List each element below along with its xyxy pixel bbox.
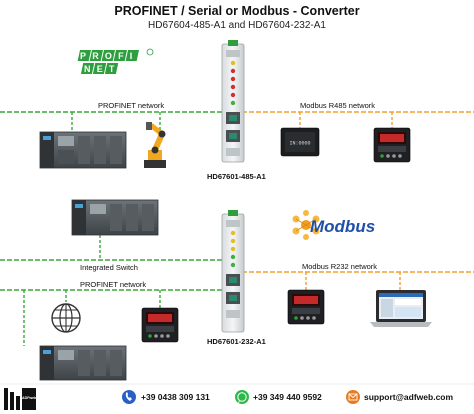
plc-icon-middle [71, 199, 159, 236]
temperature-controller-icon-top [373, 127, 411, 163]
page-title: PROFINET / Serial or Modbus - Converter [114, 4, 360, 18]
profinet-network-label-top: PROFINET network [98, 101, 165, 110]
robot-arm-icon [144, 122, 166, 168]
modbus-r485-network-label: Modbus R485 network [300, 101, 376, 110]
globe-icon [51, 303, 81, 333]
phone-number[interactable]: +39 0438 309 131 [141, 392, 210, 402]
whatsapp-icon [235, 390, 249, 404]
laptop-icon [370, 290, 432, 327]
modbus-logo: Modbus [292, 210, 375, 240]
page-subtitle: HD67604-485-A1 and HD67604-232-A1 [148, 20, 326, 31]
adfweb-logo-text: ADFweb.com [22, 396, 45, 400]
serial-device-icon: IN:0000 [280, 127, 320, 157]
converter-label-top: HD67601-485-A1 [207, 172, 266, 181]
email-icon [346, 390, 360, 404]
serial-device-display: IN:0000 [289, 141, 310, 147]
temperature-controller-icon-bottom-left [141, 307, 179, 343]
support-email[interactable]: support@adfweb.com [364, 392, 454, 402]
modbus-logo-text: Modbus [310, 217, 375, 236]
profinet-network-label-bottom: PROFINET network [80, 280, 147, 289]
profinet-logo-top: PROFI [80, 51, 139, 61]
converter-icon-top [221, 40, 245, 163]
converter-icon-bottom [221, 210, 245, 333]
whatsapp-number[interactable]: +39 349 440 9592 [253, 392, 322, 402]
plc-icon-bottom [39, 345, 127, 381]
plc-icon-top [39, 131, 127, 169]
temperature-controller-icon-bottom-right [287, 289, 325, 325]
converter-label-bottom: HD67601-232-A1 [207, 337, 266, 346]
profinet-logo-bottom: NET [84, 64, 121, 74]
integrated-switch-label: Integrated Switch [80, 263, 138, 272]
phone-icon [122, 390, 136, 404]
modbus-r232-network-label: Modbus R232 network [302, 262, 378, 271]
profinet-logo: PROFI NET [77, 48, 154, 74]
adfweb-logo: ADFweb.com [4, 388, 45, 410]
